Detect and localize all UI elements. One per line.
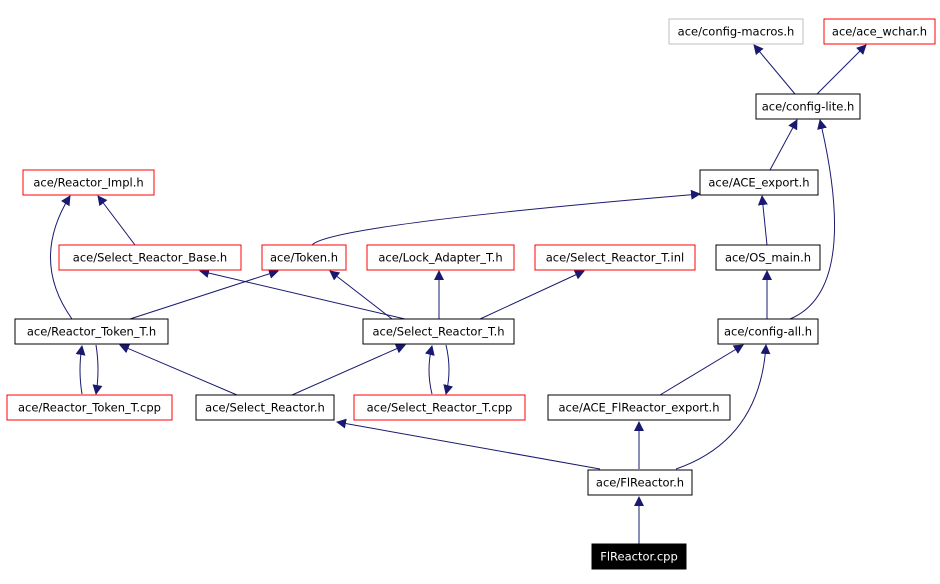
node-box [366,244,515,271]
node-box [755,93,861,120]
node-config-lite[interactable]: ace/config-lite.h [755,93,861,120]
node-box [353,394,526,421]
node-label: ace/config-all.h [724,325,812,339]
node-box [668,18,804,45]
node-label: ace/ACE_export.h [708,176,809,190]
node-label: ace/Reactor_Token_T.cpp [18,401,161,415]
node-config-all[interactable]: ace/config-all.h [717,318,819,345]
edge-select-reactor-h-to-select-reactor-t-h [291,344,406,396]
edge-token-to-ace-export [311,189,701,246]
node-box [717,318,819,345]
node-flreactor-cpp[interactable]: FlReactor.cpp [591,543,687,570]
edge-os-main-to-ace-export [757,195,768,246]
node-box [534,244,696,271]
node-box [699,169,819,196]
node-select-reactor-base[interactable]: ace/Select_Reactor_Base.h [58,244,242,271]
node-label: ace/Select_Reactor_T.inl [546,251,684,265]
node-flreactor-export[interactable]: ace/ACE_FlReactor_export.h [547,394,731,421]
node-box [58,244,242,271]
edge-config-lite-to-config-macros [753,44,796,95]
node-box [14,318,169,345]
node-label: ace/Lock_Adapter_T.h [378,251,502,265]
node-reactor-token-t-h[interactable]: ace/Reactor_Token_T.h [14,318,169,345]
node-os-main[interactable]: ace/OS_main.h [715,244,821,271]
edges-layer [50,44,867,544]
edge-flreactor-h-to-select-reactor-h [336,418,601,470]
node-label: ace/ACE_FlReactor_export.h [559,401,720,415]
node-box [22,169,155,196]
node-label: ace/Reactor_Token_T.h [27,325,156,339]
edge-select-reactor-h-to-reactor-token-t-h [119,343,238,396]
edge-flreactor-export-to-config-all [659,344,744,396]
node-label: ace/ace_wchar.h [832,25,927,39]
node-select-reactor-t-h[interactable]: ace/Select_Reactor_T.h [362,318,515,345]
edge-flreactor-h-to-config-all [675,344,771,470]
edge-select-reactor-t-h-to-select-reactor-t-cpp [443,344,454,395]
node-select-reactor-t-inl[interactable]: ace/Select_Reactor_T.inl [534,244,696,271]
node-label: ace/OS_main.h [725,251,811,265]
edge-select-reactor-t-h-to-token [329,270,393,320]
node-label: FlReactor.cpp [600,550,678,564]
edge-select-reactor-t-h-to-select-reactor-base [199,268,406,320]
node-label: ace/FlReactor.h [596,476,684,490]
edge-reactor-token-t-h-to-reactor-impl [50,195,73,320]
nodes-layer: ace/config-macros.h ace/ace_wchar.h ace/co… [6,18,936,570]
node-ace-export[interactable]: ace/ACE_export.h [699,169,819,196]
node-box [547,394,731,421]
node-select-reactor-t-cpp[interactable]: ace/Select_Reactor_T.cpp [353,394,526,421]
edge-reactor-token-t-h-to-token [129,269,279,320]
node-label: ace/Select_Reactor_T.h [372,325,504,339]
node-label: ace/config-lite.h [762,100,855,114]
node-token[interactable]: ace/Token.h [261,244,347,271]
node-box [715,244,821,271]
node-flreactor-h[interactable]: ace/FlReactor.h [587,469,693,496]
node-label: ace/config-macros.h [678,25,795,39]
node-label: ace/Select_Reactor.h [205,401,325,415]
node-reactor-token-t-cpp[interactable]: ace/Reactor_Token_T.cpp [6,394,173,421]
edge-reactor-token-t-cpp-to-reactor-token-t-h [75,345,86,395]
node-reactor-impl[interactable]: ace/Reactor_Impl.h [22,169,155,196]
node-label: ace/Reactor_Impl.h [33,176,143,190]
node-box [591,543,687,570]
node-box [362,318,515,345]
edge-select-reactor-t-cpp-to-select-reactor-t-h [424,345,435,395]
node-ace-wchar[interactable]: ace/ace_wchar.h [823,18,936,45]
node-select-reactor-h[interactable]: ace/Select_Reactor.h [195,394,335,421]
edge-ace-export-to-config-lite [769,119,798,171]
node-box [587,469,693,496]
node-box [823,18,936,45]
node-box [261,244,347,271]
node-config-macros[interactable]: ace/config-macros.h [668,18,804,45]
edge-select-reactor-base-to-reactor-impl [97,195,136,246]
edge-config-all-to-config-lite [789,119,836,320]
node-box [195,394,335,421]
node-box [6,394,173,421]
node-label: ace/Select_Reactor_T.cpp [367,401,513,415]
node-lock-adapter[interactable]: ace/Lock_Adapter_T.h [366,244,515,271]
edge-reactor-token-t-h-to-reactor-token-t-cpp [92,344,103,395]
node-label: ace/Token.h [270,251,338,265]
node-label: ace/Select_Reactor_Base.h [73,251,227,265]
edge-select-reactor-t-h-to-select-reactor-t-inl [479,270,585,320]
edge-config-lite-to-ace-wchar [816,44,867,95]
